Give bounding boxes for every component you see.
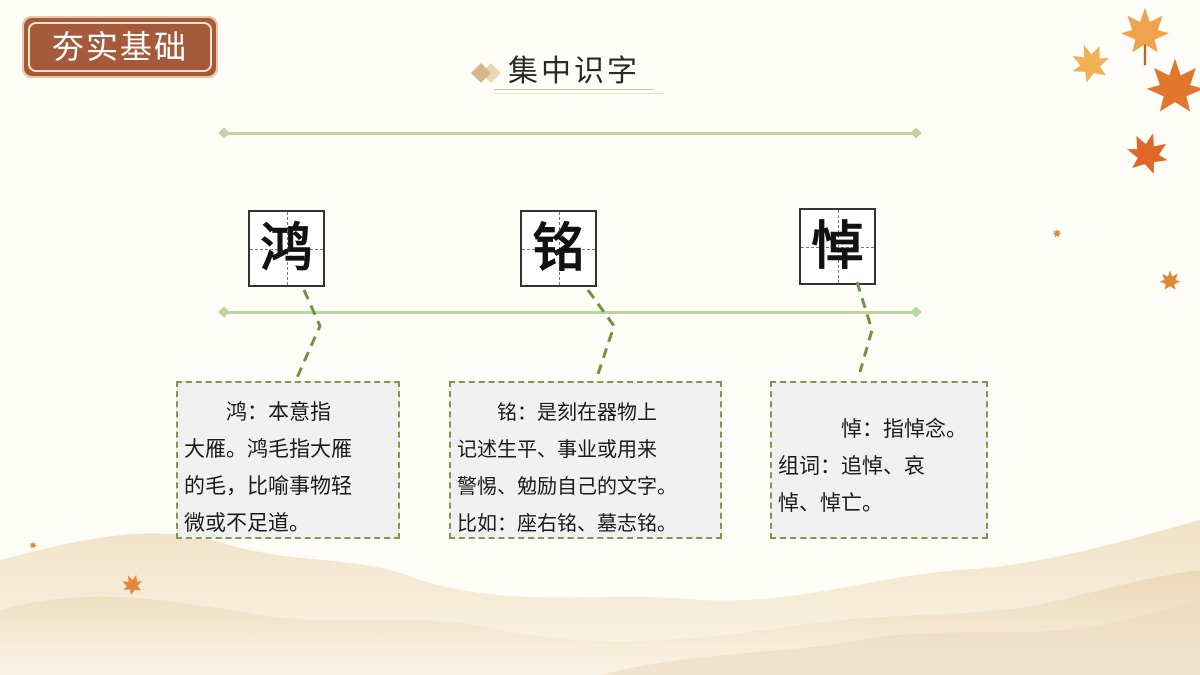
bottom-rule xyxy=(218,306,922,318)
note-line: 比如：座右铭、墓志铭。 xyxy=(457,511,677,535)
grid-line xyxy=(838,210,839,283)
character: 悼 xyxy=(811,216,864,277)
note-line: 悼、悼亡。 xyxy=(778,491,883,515)
character: 铭 xyxy=(532,218,585,279)
note-line: 铭：是刻在器物上 xyxy=(497,400,657,424)
note-line: 悼：指悼念。 xyxy=(841,417,967,441)
maple-leaf-icon xyxy=(1072,44,1110,83)
section-title: 集中识字 xyxy=(508,54,640,89)
maple-leaf-icon xyxy=(122,575,143,596)
maple-leaf-icon xyxy=(1146,58,1200,112)
note-line: 组词：追悼、哀 xyxy=(778,454,925,478)
note-ming: 铭：是刻在器物上 记述生平、事业或用来 警惕、勉励自己的文字。 比如：座右铭、墓… xyxy=(449,381,722,539)
note-hong: 鸿：本意指 大雁。鸿毛指大雁 的毛，比喻事物轻 微或不足道。 xyxy=(176,381,400,539)
note-dao: 悼：指悼念。 组词：追悼、哀 悼、悼亡。 xyxy=(770,381,988,539)
section-heading: 集中识字 xyxy=(470,50,670,100)
char-grid-ming: 铭 xyxy=(520,210,597,287)
char-grid-dao: 悼 xyxy=(799,208,876,285)
character: 鸿 xyxy=(260,218,313,279)
grid-line xyxy=(559,212,560,285)
grid-line xyxy=(250,249,323,250)
top-rule xyxy=(218,127,922,139)
heading-underline xyxy=(494,89,654,90)
note-line: 微或不足道。 xyxy=(184,511,310,535)
grid-line xyxy=(287,212,288,285)
maple-leaf-icon xyxy=(1052,228,1062,238)
section-badge: 夯实基础 xyxy=(22,16,218,78)
diamond-icon xyxy=(471,63,501,83)
maple-leaf-icon xyxy=(1159,270,1181,290)
note-line: 大雁。鸿毛指大雁 xyxy=(184,437,352,461)
note-line: 记述生平、事业或用来 xyxy=(457,437,657,461)
maple-leaf-icon xyxy=(1126,133,1168,174)
grid-line xyxy=(522,249,595,250)
note-line: 鸿：本意指 xyxy=(226,400,331,424)
grid-line xyxy=(801,247,874,248)
badge-frame xyxy=(28,22,212,72)
maple-leaf-icon xyxy=(29,541,37,549)
note-line: 警惕、勉励自己的文字。 xyxy=(457,474,677,498)
heading-underline-2 xyxy=(494,93,664,94)
badge-label: 夯实基础 xyxy=(51,28,188,66)
note-line: 的毛，比喻事物轻 xyxy=(184,474,352,498)
char-grid-hong: 鸿 xyxy=(248,210,325,287)
maple-leaf-icon xyxy=(1121,7,1169,66)
